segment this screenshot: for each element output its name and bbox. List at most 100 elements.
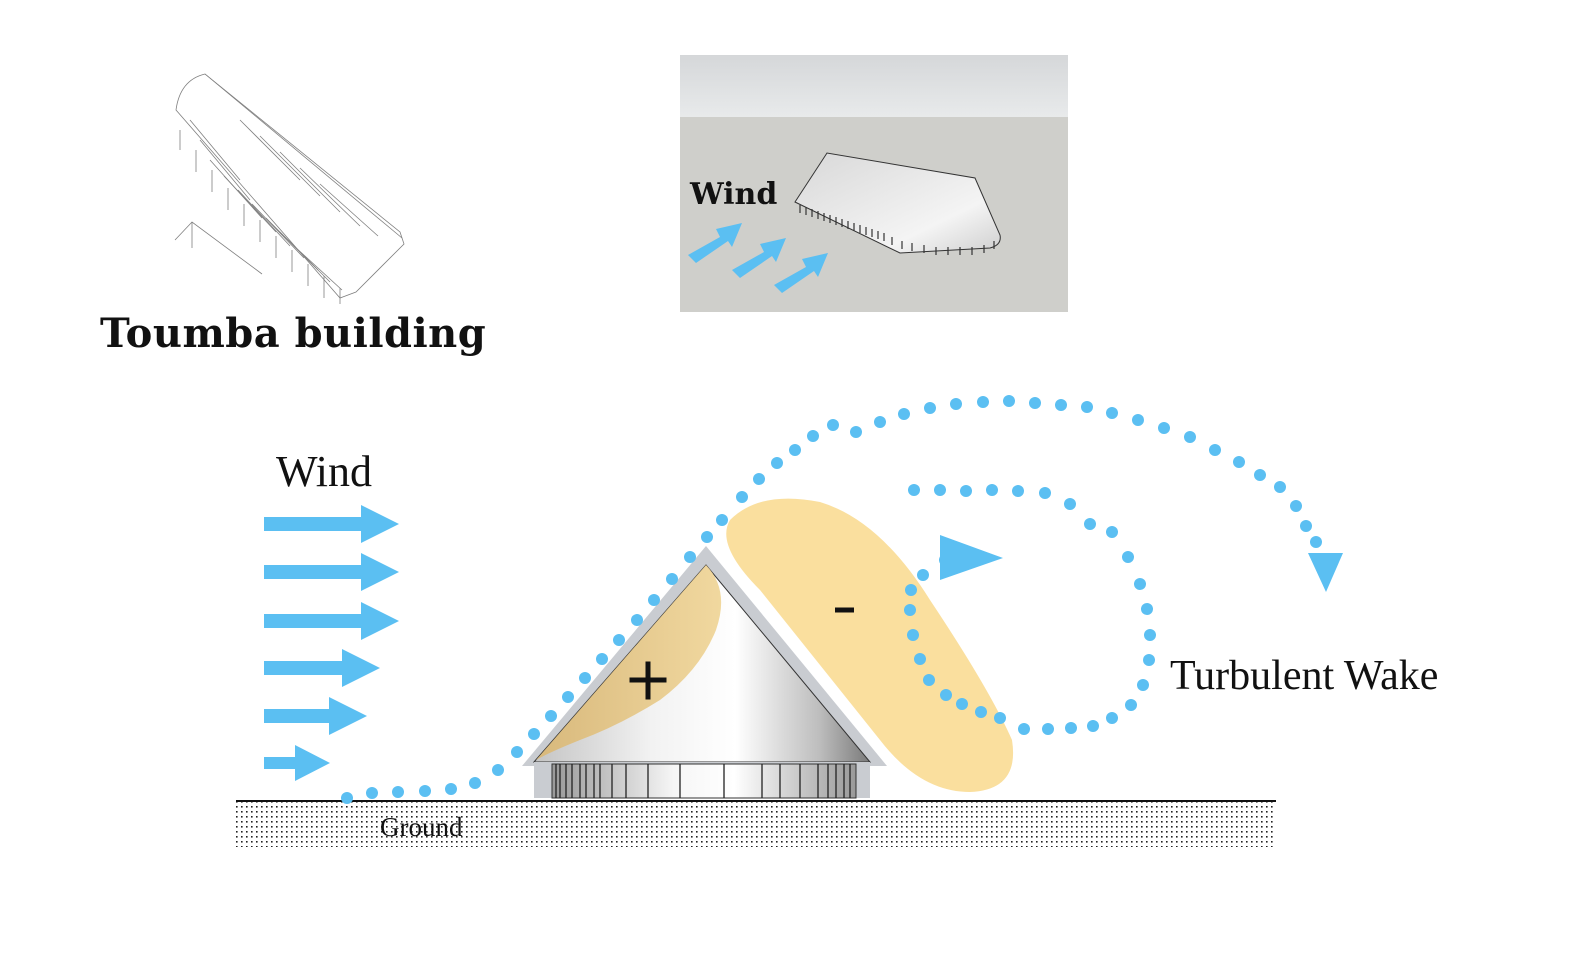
- model-wind-arrow: [688, 223, 742, 263]
- wake-flow-dot: [1064, 498, 1076, 510]
- inner-flow-arrowhead: [940, 535, 1003, 580]
- model-wind-arrow: [774, 253, 828, 293]
- wake-flow-dot: [1087, 720, 1099, 732]
- building: [522, 546, 887, 799]
- wake-flow-dot: [1144, 629, 1156, 641]
- outer-flow-dot: [771, 457, 783, 469]
- outer-flow-dot: [1003, 395, 1015, 407]
- sketch-scale-bar: [174, 221, 263, 275]
- model-posts: [799, 205, 995, 255]
- ground-label: Ground: [380, 812, 463, 842]
- outer-flow-dot: [1055, 399, 1067, 411]
- outer-flow-dot: [562, 691, 574, 703]
- outer-flow-dot: [807, 430, 819, 442]
- wake-flow-dot: [904, 604, 916, 616]
- outer-flow-dot: [1106, 407, 1118, 419]
- wake-flow-dot: [940, 689, 952, 701]
- outer-flow-dot: [1290, 500, 1302, 512]
- wake-flow-dot: [986, 484, 998, 496]
- plus-sign-icon: [629, 661, 667, 700]
- model-panel: Wind: [680, 55, 1068, 312]
- outer-flow-dot: [1184, 431, 1196, 443]
- wake-flow-dot: [1106, 526, 1118, 538]
- positive-pressure-zone: [536, 565, 722, 760]
- wind-arrow: [264, 602, 399, 640]
- model-wind-arrow: [732, 238, 786, 278]
- sketch-posts: [179, 130, 341, 304]
- wake-flow-dot: [905, 584, 917, 596]
- outer-flow-dot: [898, 408, 910, 420]
- wake-flow-dot: [1065, 722, 1077, 734]
- wake-flow-dot: [1125, 699, 1137, 711]
- outer-flow-dot: [1081, 401, 1093, 413]
- outer-flow-dot: [1310, 536, 1322, 548]
- wind-arrow: [264, 745, 330, 781]
- outer-flow-dot: [366, 787, 378, 799]
- wake-flow-dot: [975, 706, 987, 718]
- wake-flow-dot: [1042, 723, 1054, 735]
- wake-flow-dot: [908, 484, 920, 496]
- outer-flow-arrowhead: [1308, 553, 1343, 592]
- outer-flow-dot: [1233, 456, 1245, 468]
- outer-flow-dot: [1274, 481, 1286, 493]
- wake-flow-dot: [956, 698, 968, 710]
- outer-flow-dot: [666, 573, 678, 585]
- wake-flow-dot: [1137, 679, 1149, 691]
- wake-flow-dot: [1141, 603, 1153, 615]
- outer-flow-dot: [789, 444, 801, 456]
- model-roof: [794, 152, 1001, 254]
- wind-arrow: [264, 553, 399, 591]
- toumba-building-title: Toumba building: [100, 310, 487, 357]
- outer-flow-dot: [850, 426, 862, 438]
- model-sky: [680, 55, 1068, 117]
- building-base: [551, 763, 857, 799]
- outer-flow-dot: [1029, 397, 1041, 409]
- wake-flow-dot: [994, 712, 1006, 724]
- ground-hatch: [236, 802, 1276, 847]
- outer-flow-dot: [1209, 444, 1221, 456]
- outer-flow-dot: [924, 402, 936, 414]
- sketch-rafters: [189, 119, 379, 291]
- outer-flow-dot: [392, 786, 404, 798]
- wind-arrow: [264, 505, 399, 543]
- model-wind-label: Wind: [690, 177, 778, 212]
- outer-flow-dot: [341, 792, 353, 804]
- outer-flow-dot: [827, 419, 839, 431]
- wake-flow-dot: [1012, 485, 1024, 497]
- wake-flow-dot: [907, 629, 919, 641]
- wind-arrows: [264, 505, 399, 781]
- outer-flow-dot: [1254, 469, 1266, 481]
- outer-flow-dot: [701, 531, 713, 543]
- model-scene: [688, 152, 1001, 293]
- wake-flow-dot: [1143, 654, 1155, 666]
- wake-flow-dot: [960, 485, 972, 497]
- outer-flow-dot: [528, 728, 540, 740]
- wake-flow-dot: [914, 653, 926, 665]
- wake-flow-dot: [1018, 723, 1030, 735]
- sketch-ridge: [204, 73, 403, 239]
- wake-flow-dot: [1039, 487, 1051, 499]
- outer-flow-dot: [1158, 422, 1170, 434]
- base-columns: [555, 764, 851, 798]
- wake-flow-dot: [1122, 551, 1134, 563]
- outer-flow-dot: [753, 473, 765, 485]
- wake-flow-dot: [1084, 518, 1096, 530]
- turbulent-wake-label: Turbulent Wake: [1170, 653, 1439, 699]
- outer-flow-dot: [511, 746, 523, 758]
- outer-flow-dot: [631, 614, 643, 626]
- wake-flow-dot: [1134, 578, 1146, 590]
- outer-flow-dot: [579, 672, 591, 684]
- outer-flow-dot: [613, 634, 625, 646]
- outer-flow-dot: [469, 777, 481, 789]
- wind-label: Wind: [276, 447, 372, 496]
- wind-arrow: [264, 697, 367, 735]
- sketch-roof-outline: [175, 73, 405, 299]
- outer-flow-dot: [1132, 414, 1144, 426]
- wind-arrow: [264, 649, 380, 687]
- outer-flow-dot: [419, 785, 431, 797]
- outer-flow-dot: [648, 594, 660, 606]
- outer-flow-dot: [684, 551, 696, 563]
- model-wind-arrows: [688, 223, 828, 293]
- flow-dots: [341, 395, 1322, 804]
